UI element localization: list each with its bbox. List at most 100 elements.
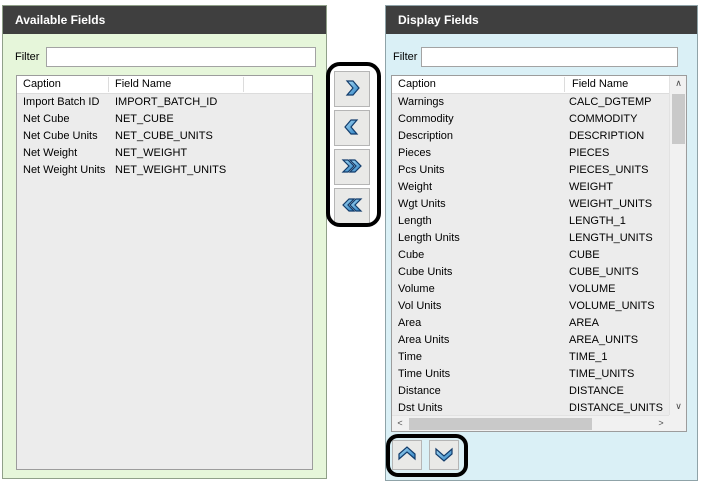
display-field-row[interactable]: Warnings CALC_DGTEMP <box>392 94 669 111</box>
row-caption: Cube <box>398 249 425 261</box>
row-caption: Length Units <box>398 232 460 244</box>
row-caption: Length <box>398 215 432 227</box>
row-field-name: VOLUME <box>569 283 616 295</box>
display-fields-list[interactable]: Caption Field Name Warnings CALC_DGTEMP … <box>391 75 687 432</box>
row-caption: Weight <box>398 181 433 193</box>
row-field-name: DESCRIPTION <box>569 130 645 142</box>
available-field-row[interactable]: Net Weight Units NET_WEIGHT_UNITS <box>17 162 312 179</box>
row-field-name: CUBE <box>569 249 600 261</box>
display-field-row[interactable]: Time Units TIME_UNITS <box>392 366 669 383</box>
row-caption: Net Weight <box>23 147 78 159</box>
column-separator[interactable] <box>108 77 109 92</box>
available-field-row[interactable]: Net Weight NET_WEIGHT <box>17 145 312 162</box>
row-field-name: TIME_UNITS <box>569 368 635 380</box>
row-field-name: DISTANCE <box>569 385 624 397</box>
row-caption: Import Batch ID <box>23 96 100 108</box>
available-field-row[interactable]: Net Cube Units NET_CUBE_UNITS <box>17 128 312 145</box>
horizontal-scrollbar[interactable]: < > <box>392 415 669 431</box>
row-caption: Warnings <box>398 96 445 108</box>
display-fields-title: Display Fields <box>386 6 697 34</box>
available-field-row[interactable]: Import Batch ID IMPORT_BATCH_ID <box>17 94 312 111</box>
row-field-name: LENGTH_1 <box>569 215 626 227</box>
row-field-name: CUBE_UNITS <box>569 266 639 278</box>
chevron-right-icon <box>342 78 362 101</box>
available-list-header: Caption Field Name <box>17 76 312 94</box>
row-caption: Time <box>398 351 423 363</box>
row-field-name: DISTANCE_UNITS <box>569 402 663 414</box>
row-field-name: NET_WEIGHT_UNITS <box>115 164 227 176</box>
row-field-name: WEIGHT <box>569 181 613 193</box>
row-field-name: IMPORT_BATCH_ID <box>115 96 218 108</box>
scrollbar-corner <box>669 415 686 431</box>
chevron-left-icon <box>342 117 362 140</box>
row-caption: Pieces <box>398 147 432 159</box>
row-field-name: VOLUME_UNITS <box>569 300 655 312</box>
move-right-button[interactable] <box>334 71 370 107</box>
row-caption: Dst Units <box>398 402 443 414</box>
column-header-field-name[interactable]: Field Name <box>572 78 629 90</box>
available-fields-panel: Available Fields Filter Caption Field Na… <box>2 5 327 479</box>
row-caption: Time Units <box>398 368 451 380</box>
display-field-row[interactable]: Vol Units VOLUME_UNITS <box>392 298 669 315</box>
move-down-button[interactable] <box>429 440 459 470</box>
display-field-row[interactable]: Length Units LENGTH_UNITS <box>392 230 669 247</box>
available-field-row[interactable]: Net Cube NET_CUBE <box>17 111 312 128</box>
available-fields-list[interactable]: Caption Field Name Import Batch ID IMPOR… <box>16 75 313 470</box>
row-field-name: PIECES <box>569 147 610 159</box>
row-field-name: AREA_UNITS <box>569 334 639 346</box>
vertical-scrollbar[interactable]: ∧ ∨ <box>669 76 686 415</box>
column-separator[interactable] <box>564 77 565 92</box>
display-field-row[interactable]: Area Units AREA_UNITS <box>392 332 669 349</box>
display-field-row[interactable]: Cube CUBE <box>392 247 669 264</box>
row-caption: Wgt Units <box>398 198 446 210</box>
chevron-down-icon <box>434 445 454 466</box>
row-caption: Volume <box>398 283 435 295</box>
row-caption: Net Weight Units <box>23 164 106 176</box>
row-caption: Cube Units <box>398 266 453 278</box>
display-field-row[interactable]: Dst Units DISTANCE_UNITS <box>392 400 669 417</box>
row-caption: Area Units <box>398 334 450 346</box>
available-list-body: Import Batch ID IMPORT_BATCH_ID Net Cube… <box>17 94 312 179</box>
display-field-row[interactable]: Volume VOLUME <box>392 281 669 298</box>
scroll-right-icon[interactable]: > <box>653 416 669 431</box>
display-filter-input[interactable] <box>421 47 678 67</box>
column-separator[interactable] <box>243 77 244 92</box>
row-field-name: PIECES_UNITS <box>569 164 649 176</box>
row-field-name: AREA <box>569 317 599 329</box>
row-field-name: COMMODITY <box>569 113 638 125</box>
row-caption: Distance <box>398 385 441 397</box>
display-field-row[interactable]: Area AREA <box>392 315 669 332</box>
row-caption: Net Cube Units <box>23 130 98 142</box>
vertical-scrollbar-thumb[interactable] <box>672 94 685 144</box>
double-chevron-left-icon <box>341 195 363 218</box>
scroll-up-icon[interactable]: ∧ <box>670 76 686 92</box>
move-left-button[interactable] <box>334 110 370 146</box>
column-header-field-name[interactable]: Field Name <box>115 78 172 90</box>
display-field-row[interactable]: Wgt Units WEIGHT_UNITS <box>392 196 669 213</box>
display-field-row[interactable]: Distance DISTANCE <box>392 383 669 400</box>
row-field-name: WEIGHT_UNITS <box>569 198 653 210</box>
horizontal-scrollbar-thumb[interactable] <box>409 418 592 430</box>
row-caption: Area <box>398 317 422 329</box>
row-caption: Description <box>398 130 454 142</box>
row-field-name: NET_CUBE_UNITS <box>115 130 213 142</box>
display-field-row[interactable]: Length LENGTH_1 <box>392 213 669 230</box>
display-field-row[interactable]: Commodity COMMODITY <box>392 111 669 128</box>
double-chevron-right-icon <box>341 156 363 179</box>
scroll-down-icon[interactable]: ∨ <box>670 399 686 415</box>
display-field-row[interactable]: Weight WEIGHT <box>392 179 669 196</box>
scroll-left-icon[interactable]: < <box>392 416 408 431</box>
row-field-name: NET_WEIGHT <box>115 147 188 159</box>
display-filter-label: Filter <box>393 51 418 63</box>
column-header-caption[interactable]: Caption <box>23 78 61 90</box>
display-field-row[interactable]: Pieces PIECES <box>392 145 669 162</box>
display-field-row[interactable]: Description DESCRIPTION <box>392 128 669 145</box>
available-filter-input[interactable] <box>46 47 316 67</box>
move-all-right-button[interactable] <box>334 149 370 185</box>
column-header-caption[interactable]: Caption <box>398 78 436 90</box>
display-field-row[interactable]: Cube Units CUBE_UNITS <box>392 264 669 281</box>
display-field-row[interactable]: Pcs Units PIECES_UNITS <box>392 162 669 179</box>
display-field-row[interactable]: Time TIME_1 <box>392 349 669 366</box>
annotation-circle-order-buttons <box>386 434 468 477</box>
